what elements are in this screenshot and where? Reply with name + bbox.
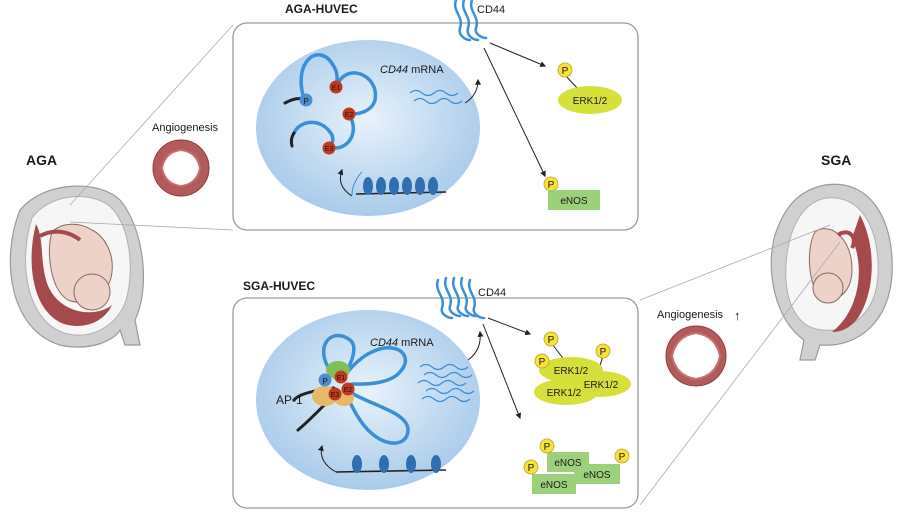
aga-mrna-label: CD44 mRNA [380,64,444,76]
aga-arrow-to-erk [489,42,547,67]
sga-enos-phospho-1: P [544,442,551,453]
sga-e1-label: E1 [337,375,346,382]
sga-connector-top [639,224,831,301]
aga-nucleus [256,40,480,216]
aga-e2-marker [342,107,356,121]
sga-e3-marker [328,387,342,401]
sga-erk-label-2: ERK1/2 [584,380,619,391]
aga-erk-group: P ERK1/2 [557,62,622,114]
sga-enos-label-1: eNOS [554,458,582,469]
sga-ap1-label: AP-1 [276,393,303,407]
sga-enos-label-2: eNOS [583,470,611,481]
aga-chromatin-arrow [337,168,353,197]
sga-mrna-arrow [467,330,484,361]
angiogenesis-right-label: Angiogenesis [657,309,724,321]
aga-promoter-label: P [303,97,308,106]
aga-erk-label: ERK1/2 [573,96,608,107]
sga-cd44-receptor-icon [435,276,486,320]
aga-mrna-arrow [464,78,481,104]
sga-erk-label-3: ERK1/2 [547,388,582,399]
vessel-left-icon [152,139,210,197]
aga-e2-label: E2 [345,112,354,119]
sga-enos-group: P P P eNOS eNOS eNOS [523,438,630,494]
aga-e3-marker [322,141,336,155]
aga-connector-bottom [69,221,234,231]
sga-e2-label: E2 [344,387,353,394]
sga-uterus-illustration [770,183,893,361]
angiogenesis-up-arrow: ↑ [734,308,741,323]
aga-erk-phospho-label: P [562,66,569,77]
aga-cd44-receptor-icon [453,0,488,42]
sga-cd44-label: CD44 [478,287,506,299]
aga-connector-top [69,24,234,206]
aga-e1-label: E1 [332,85,341,92]
sga-erk-phospho-2: P [600,347,607,358]
aga-label: AGA [26,152,57,168]
sga-promoter-label: P [322,377,327,386]
sga-e2-marker [341,382,355,396]
sga-arrow-to-erk [487,317,532,336]
sga-e3-label: E3 [331,392,340,399]
aga-enos-group: P eNOS [543,176,600,210]
sga-connector-bottom [639,241,841,506]
sga-label: SGA [821,152,851,168]
sga-enos-label-3: eNOS [540,480,568,491]
angiogenesis-left-label: Angiogenesis [152,122,219,134]
aga-mrna-strands [409,89,463,105]
sga-erk-phospho-3: P [539,357,546,368]
aga-promoter-marker [299,93,313,107]
aga-huvec-title: AGA-HUVEC [285,2,358,16]
aga-e1-marker [329,80,343,94]
sga-arrow-to-enos [482,323,522,420]
aga-uterus-illustration [9,185,144,348]
sga-chromatin-arrow [317,444,337,473]
sga-enos-phospho-3: P [528,463,535,474]
sga-erk-label-1: ERK1/2 [554,366,589,377]
sga-erk-group: P P P ERK1/2 ERK1/2 ERK1/2 [534,331,631,405]
aga-e3-label: E3 [325,146,334,153]
aga-enos-phospho-label: P [548,180,555,191]
sga-enos-phospho-2: P [619,452,626,463]
sga-erk-phospho-1: P [548,335,555,346]
sga-e1-marker [334,370,348,384]
sga-huvec-title: SGA-HUVEC [243,279,315,293]
aga-chromatin [351,171,447,196]
vessel-right-icon [665,325,727,387]
sga-chromatin [335,455,447,473]
sga-mrna-label: CD44 mRNA [370,337,434,349]
sga-promoter-marker [318,373,332,387]
aga-enos-label: eNOS [560,196,588,207]
aga-cd44-label: CD44 [477,4,505,16]
sga-mrna-strands [417,363,475,403]
aga-arrow-to-enos [483,47,546,178]
